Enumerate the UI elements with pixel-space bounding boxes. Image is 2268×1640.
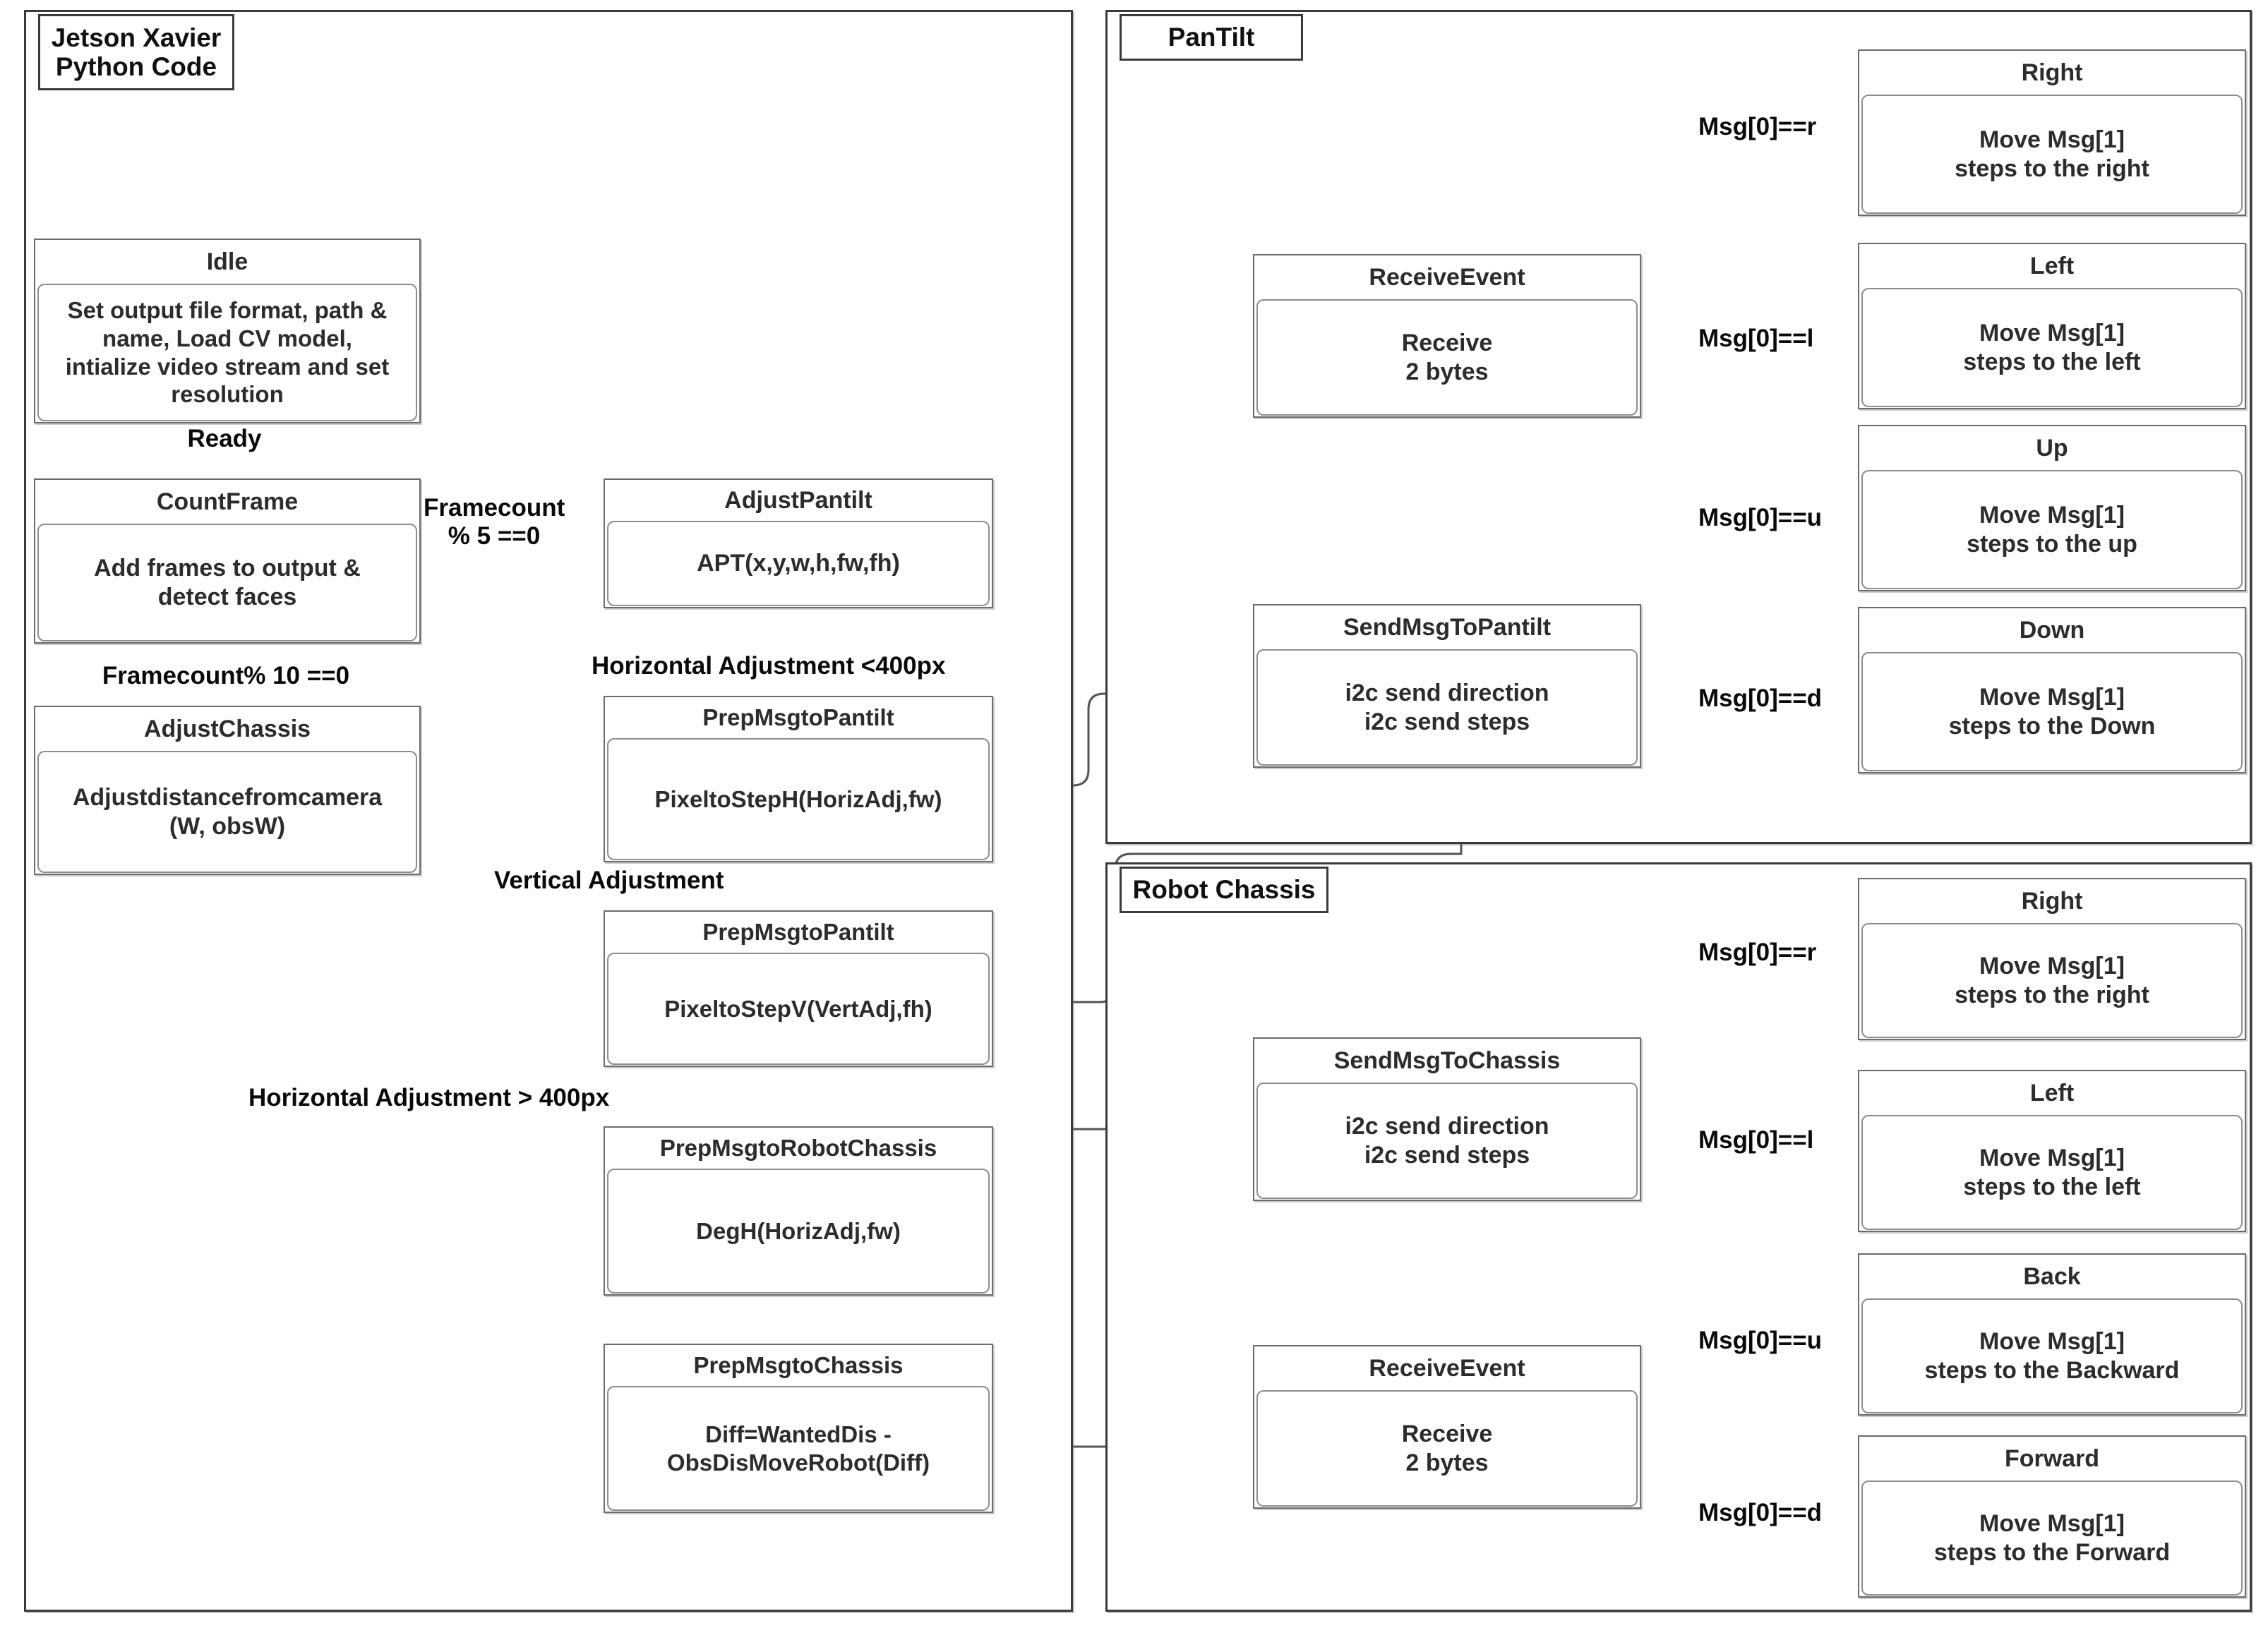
state-pantilt-receiveevent-title: ReceiveEvent: [1369, 263, 1525, 291]
state-countframe[interactable]: CountFrame Add frames to output & detect…: [34, 478, 421, 644]
state-chassis-receiveevent-title: ReceiveEvent: [1369, 1354, 1525, 1382]
state-prepmsgtochassis-title: PrepMsgtoChassis: [693, 1352, 904, 1378]
state-prepmsgtorobotchassis[interactable]: PrepMsgtoRobotChassis DegH(HorizAdj,fw): [604, 1126, 993, 1296]
state-pantilt-sendmsg-body: i2c send direction i2c send steps: [1256, 649, 1638, 766]
state-adjustpantilt-body: APT(x,y,w,h,fw,fh): [607, 521, 990, 606]
state-chassis-forward-body: Move Msg[1] steps to the Forward: [1861, 1481, 2243, 1596]
state-chassis-right[interactable]: Right Move Msg[1] steps to the right: [1858, 878, 2246, 1040]
state-countframe-body: Add frames to output & detect faces: [37, 524, 417, 641]
transition-label-framecount-5: Framecount % 5 ==0: [424, 494, 565, 550]
state-pantilt-right-body: Move Msg[1] steps to the right: [1861, 95, 2243, 214]
state-prepmsgtorobotchassis-title: PrepMsgtoRobotChassis: [659, 1135, 937, 1161]
state-chassis-back[interactable]: Back Move Msg[1] steps to the Backward: [1858, 1253, 2246, 1416]
package-jetson-xavier-label: Jetson Xavier Python Code: [38, 14, 234, 90]
state-pantilt-sendmsg[interactable]: SendMsgToPantilt i2c send direction i2c …: [1253, 604, 1641, 768]
transition-label-ready: Ready: [187, 425, 262, 452]
state-prepmsgtopantilt-horizontal-title: PrepMsgtoPantilt: [702, 704, 894, 730]
state-prepmsgtochassis-body: Diff=WantedDis - ObsDisMoveRobot(Diff): [607, 1386, 990, 1511]
package-robot-chassis-label: Robot Chassis: [1120, 867, 1328, 913]
state-chassis-back-title: Back: [2023, 1262, 2081, 1290]
state-chassis-forward-title: Forward: [2004, 1445, 2100, 1472]
state-pantilt-up-body: Move Msg[1] steps to the up: [1861, 470, 2243, 589]
state-pantilt-left-body: Move Msg[1] steps to the left: [1861, 288, 2243, 407]
state-chassis-left-body: Move Msg[1] steps to the left: [1861, 1115, 2243, 1230]
state-pantilt-sendmsg-title: SendMsgToPantilt: [1343, 613, 1552, 641]
state-adjustchassis-title: AdjustChassis: [143, 715, 311, 742]
state-prepmsgtopantilt-vertical-body: PixeltoStepV(VertAdj,fh): [607, 953, 990, 1065]
transition-label-horizontal-lt-400: Horizontal Adjustment <400px: [592, 652, 946, 680]
state-chassis-sendmsg[interactable]: SendMsgToChassis i2c send direction i2c …: [1253, 1037, 1641, 1201]
transition-label-chassis-msg-l: Msg[0]==l: [1698, 1126, 1814, 1154]
state-chassis-receiveevent-body: Receive 2 bytes: [1256, 1390, 1638, 1507]
state-pantilt-down[interactable]: Down Move Msg[1] steps to the Down: [1858, 607, 2246, 773]
transition-label-vertical-adjustment: Vertical Adjustment: [494, 867, 724, 894]
state-chassis-left-title: Left: [2029, 1079, 2075, 1107]
state-chassis-sendmsg-title: SendMsgToChassis: [1333, 1047, 1561, 1074]
state-adjustpantilt[interactable]: AdjustPantilt APT(x,y,w,h,fw,fh): [604, 478, 993, 608]
state-idle-body: Set output file format, path & name, Loa…: [37, 284, 417, 421]
state-chassis-left[interactable]: Left Move Msg[1] steps to the left: [1858, 1070, 2246, 1232]
state-pantilt-up-title: Up: [2036, 434, 2068, 462]
state-chassis-back-body: Move Msg[1] steps to the Backward: [1861, 1298, 2243, 1413]
state-pantilt-left[interactable]: Left Move Msg[1] steps to the left: [1858, 243, 2246, 409]
state-pantilt-right-title: Right: [2021, 59, 2083, 86]
transition-label-chassis-msg-r: Msg[0]==r: [1698, 939, 1817, 966]
state-adjustchassis-body: Adjustdistancefromcamera (W, obsW): [37, 751, 417, 873]
state-adjustchassis[interactable]: AdjustChassis Adjustdistancefromcamera (…: [34, 706, 421, 875]
state-chassis-right-title: Right: [2021, 887, 2083, 915]
state-prepmsgtorobotchassis-body: DegH(HorizAdj,fw): [607, 1169, 990, 1294]
state-pantilt-up[interactable]: Up Move Msg[1] steps to the up: [1858, 425, 2246, 591]
state-pantilt-left-title: Left: [2029, 252, 2075, 279]
state-pantilt-down-body: Move Msg[1] steps to the Down: [1861, 652, 2243, 771]
state-chassis-sendmsg-body: i2c send direction i2c send steps: [1256, 1083, 1638, 1199]
state-prepmsgtochassis[interactable]: PrepMsgtoChassis Diff=WantedDis - ObsDis…: [604, 1344, 993, 1513]
transition-label-horizontal-gt-400: Horizontal Adjustment > 400px: [248, 1084, 610, 1111]
state-pantilt-receiveevent[interactable]: ReceiveEvent Receive 2 bytes: [1253, 254, 1641, 418]
state-chassis-right-body: Move Msg[1] steps to the right: [1861, 923, 2243, 1038]
state-chassis-forward[interactable]: Forward Move Msg[1] steps to the Forward: [1858, 1435, 2246, 1598]
transition-label-chassis-msg-d: Msg[0]==d: [1698, 1499, 1823, 1526]
transition-label-framecount-10: Framecount% 10 ==0: [102, 662, 350, 689]
state-prepmsgtopantilt-vertical[interactable]: PrepMsgtoPantilt PixeltoStepV(VertAdj,fh…: [604, 910, 993, 1067]
state-chassis-receiveevent[interactable]: ReceiveEvent Receive 2 bytes: [1253, 1345, 1641, 1509]
state-idle[interactable]: Idle Set output file format, path & name…: [34, 239, 421, 423]
state-countframe-title: CountFrame: [156, 488, 299, 515]
transition-label-pantilt-msg-u: Msg[0]==u: [1698, 504, 1823, 531]
state-idle-title: Idle: [206, 248, 248, 275]
transition-label-pantilt-msg-d: Msg[0]==d: [1698, 685, 1823, 712]
state-pantilt-receiveevent-body: Receive 2 bytes: [1256, 299, 1638, 416]
transition-label-pantilt-msg-r: Msg[0]==r: [1698, 113, 1817, 140]
transition-label-chassis-msg-u: Msg[0]==u: [1698, 1327, 1823, 1354]
state-prepmsgtopantilt-horizontal-body: PixeltoStepH(HorizAdj,fw): [607, 738, 990, 860]
package-pantilt-label: PanTilt: [1120, 14, 1303, 61]
state-adjustpantilt-title: AdjustPantilt: [724, 486, 872, 514]
state-pantilt-right[interactable]: Right Move Msg[1] steps to the right: [1858, 49, 2246, 216]
state-prepmsgtopantilt-horizontal[interactable]: PrepMsgtoPantilt PixeltoStepH(HorizAdj,f…: [604, 696, 993, 862]
state-pantilt-down-title: Down: [2019, 616, 2085, 644]
state-prepmsgtopantilt-vertical-title: PrepMsgtoPantilt: [702, 919, 894, 945]
transition-label-pantilt-msg-l: Msg[0]==l: [1698, 325, 1814, 352]
